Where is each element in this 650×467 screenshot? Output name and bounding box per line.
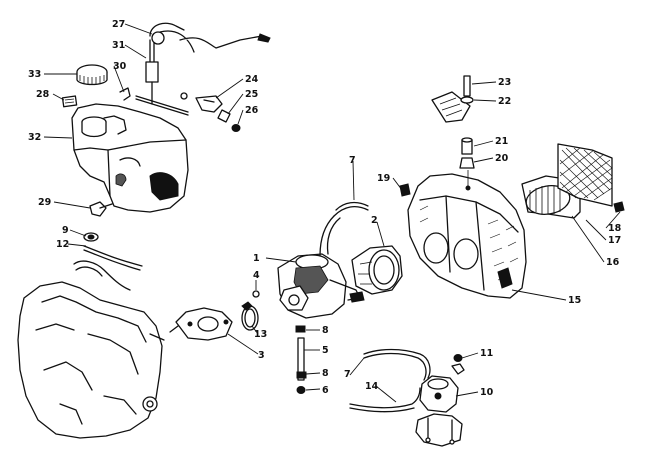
engine-block <box>17 260 165 439</box>
callout-24: 24 <box>245 74 259 85</box>
leader-lines <box>43 23 621 403</box>
callout-2: 2 <box>371 215 378 226</box>
callout-15: 15 <box>568 295 581 306</box>
callout-20: 20 <box>495 153 509 164</box>
callout-26: 26 <box>245 105 259 116</box>
callout-4: 4 <box>253 270 260 281</box>
callout-29: 29 <box>38 197 51 208</box>
callout-10: 10 <box>480 387 494 398</box>
intake-flange <box>169 307 233 341</box>
callout-5: 5 <box>322 345 329 356</box>
callout-21: 21 <box>495 136 508 147</box>
callout-16: 16 <box>606 257 620 268</box>
intake-boot <box>351 245 403 295</box>
callout-8b: 8 <box>322 368 329 379</box>
oil-tank-cap <box>76 64 108 86</box>
vent-hose <box>333 201 369 217</box>
small-parts-center <box>252 290 307 394</box>
oil-tank <box>71 103 189 213</box>
callout-32: 32 <box>28 132 41 143</box>
callout-27: 27 <box>112 19 125 30</box>
callout-33: 33 <box>28 69 41 80</box>
callout-12: 12 <box>56 239 69 250</box>
decal-label <box>61 95 78 108</box>
callout-30: 30 <box>113 61 127 72</box>
oil-level-sensor-and-hose <box>145 22 271 105</box>
callout-6: 6 <box>322 385 329 396</box>
callout-1: 1 <box>253 253 260 264</box>
callout-25: 25 <box>245 89 258 100</box>
oil-fitting <box>83 201 143 271</box>
callout-19: 19 <box>377 173 390 184</box>
callout-8a: 8 <box>322 325 329 336</box>
callout-28: 28 <box>36 89 50 100</box>
intake-screen-assembly <box>521 143 625 219</box>
tank-hardware <box>119 87 241 132</box>
callout-23: 23 <box>498 77 511 88</box>
callout-numbers: 1 2 3 4 5 6 7 7 8 8 9 10 11 12 13 14 15 … <box>28 19 622 398</box>
callout-14: 14 <box>365 381 379 392</box>
callout-11: 11 <box>480 348 493 359</box>
air-silencer <box>407 173 527 299</box>
silencer-hardware <box>399 75 475 197</box>
callout-31: 31 <box>112 40 125 51</box>
callout-9: 9 <box>62 225 69 236</box>
callout-7b: 7 <box>344 369 351 380</box>
fuel-pump <box>415 354 465 447</box>
callout-17: 17 <box>608 235 621 246</box>
callout-22: 22 <box>498 96 511 107</box>
callout-13: 13 <box>254 329 267 340</box>
carburetor <box>277 215 365 319</box>
callout-7a: 7 <box>349 155 356 166</box>
fuel-lines <box>349 348 431 413</box>
callout-18: 18 <box>608 223 622 234</box>
clamp <box>241 301 259 331</box>
callout-3: 3 <box>258 350 265 361</box>
